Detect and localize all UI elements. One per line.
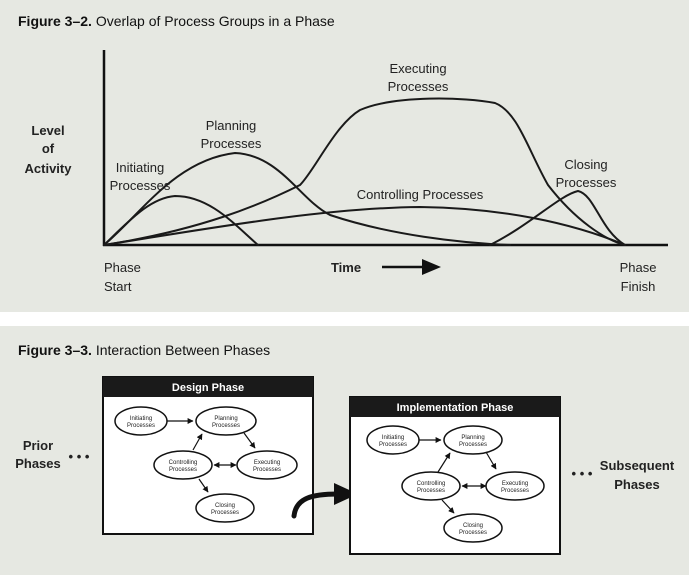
controlling-curve	[103, 206, 626, 246]
impl-planning-line1: Planning	[461, 435, 484, 441]
phase-start-line1: Phase	[104, 260, 141, 275]
implementation-phase-title: Implementation Phase	[397, 402, 514, 414]
design-closing-line2: Processes	[211, 510, 239, 516]
impl-executing-line1: Executing	[502, 481, 528, 487]
design-phase-title: Design Phase	[172, 382, 244, 394]
design-executing-line2: Processes	[253, 467, 281, 473]
subsequent-ellipsis: • • •	[572, 466, 593, 481]
planning-curve	[103, 152, 511, 246]
time-arrow-icon	[382, 259, 441, 275]
executing-label-line2: Processes	[388, 79, 449, 94]
figure-3-3-number: Figure 3–3.	[18, 342, 92, 358]
impl-executing-node: Executing Processes	[485, 471, 545, 501]
impl-initiating-line1: Initiating	[382, 435, 404, 441]
phase-finish-line2: Finish	[621, 279, 656, 294]
y-label-line3: Activity	[25, 161, 73, 176]
design-executing-line1: Executing	[254, 460, 280, 466]
initiating-label-line2: Processes	[110, 178, 171, 193]
figure-3-3-caption: Interaction Between Phases	[95, 342, 271, 358]
y-label-line2: of	[42, 141, 55, 156]
initiating-label-line1: Initiating	[116, 160, 164, 175]
impl-closing-line1: Closing	[463, 523, 483, 529]
subsequent-phases-line1: Subsequent	[600, 458, 675, 473]
controlling-label: Controlling Processes	[357, 187, 484, 202]
closing-curve	[489, 190, 626, 246]
prior-phases-line2: Phases	[15, 456, 61, 471]
executing-curve	[103, 97, 626, 246]
design-planning-node: Planning Processes	[195, 406, 257, 436]
design-executing-node: Executing Processes	[236, 450, 298, 480]
impl-planning-line2: Processes	[459, 442, 487, 448]
figure-3-2-panel: Figure 3–2. Overlap of Process Groups in…	[0, 0, 689, 312]
design-controlling-line2: Processes	[169, 467, 197, 473]
closing-label-line2: Processes	[556, 175, 617, 190]
impl-controlling-line1: Controlling	[417, 481, 446, 487]
planning-label-line1: Planning	[206, 118, 257, 133]
design-planning-line1: Planning	[214, 416, 237, 422]
executing-label-line1: Executing	[389, 61, 446, 76]
impl-initiating-line2: Processes	[379, 442, 407, 448]
prior-phases-line1: Prior	[23, 438, 53, 453]
phase-transition-arrow-icon	[291, 483, 358, 519]
impl-initiating-node: Initiating Processes	[366, 425, 420, 455]
impl-planning-node: Planning Processes	[443, 425, 503, 455]
impl-closing-node: Closing Processes	[443, 513, 503, 543]
design-closing-line1: Closing	[215, 503, 235, 509]
prior-ellipsis: • • •	[69, 449, 90, 464]
figure-3-2-title: Figure 3–2. Overlap of Process Groups in…	[18, 13, 335, 29]
phase-start-line2: Start	[104, 279, 132, 294]
design-closing-node: Closing Processes	[195, 493, 255, 523]
figure-3-2-caption: Overlap of Process Groups in a Phase	[95, 13, 335, 29]
y-label-line1: Level	[31, 123, 64, 138]
implementation-phase-box: Implementation Phase Initiating Processe…	[349, 396, 561, 555]
activity-chart: Level of Activity Initiating Processes P…	[25, 50, 668, 294]
figure-3-3-title: Figure 3–3. Interaction Between Phases	[18, 342, 270, 358]
design-phase-box: Design Phase Initiating Processes Planni…	[102, 376, 314, 535]
design-initiating-node: Initiating Processes	[114, 406, 168, 436]
figure-3-3-panel: Figure 3–3. Interaction Between Phases P…	[0, 326, 689, 575]
phase-interaction-diagram: Prior Phases • • • Design Phase Initiati…	[15, 376, 675, 555]
time-label: Time	[331, 260, 361, 275]
initiating-curve	[103, 195, 259, 246]
planning-label-line2: Processes	[201, 136, 262, 151]
design-controlling-node: Controlling Processes	[153, 450, 213, 480]
design-initiating-line1: Initiating	[130, 416, 152, 422]
impl-executing-line2: Processes	[501, 488, 529, 494]
design-controlling-line1: Controlling	[169, 460, 198, 466]
impl-controlling-node: Controlling Processes	[401, 471, 461, 501]
closing-label-line1: Closing	[564, 157, 607, 172]
design-initiating-line2: Processes	[127, 423, 155, 429]
design-planning-line2: Processes	[212, 423, 240, 429]
figure-3-2-number: Figure 3–2.	[18, 13, 92, 29]
impl-closing-line2: Processes	[459, 530, 487, 536]
phase-finish-line1: Phase	[620, 260, 657, 275]
subsequent-phases-line2: Phases	[614, 477, 660, 492]
impl-controlling-line2: Processes	[417, 488, 445, 494]
